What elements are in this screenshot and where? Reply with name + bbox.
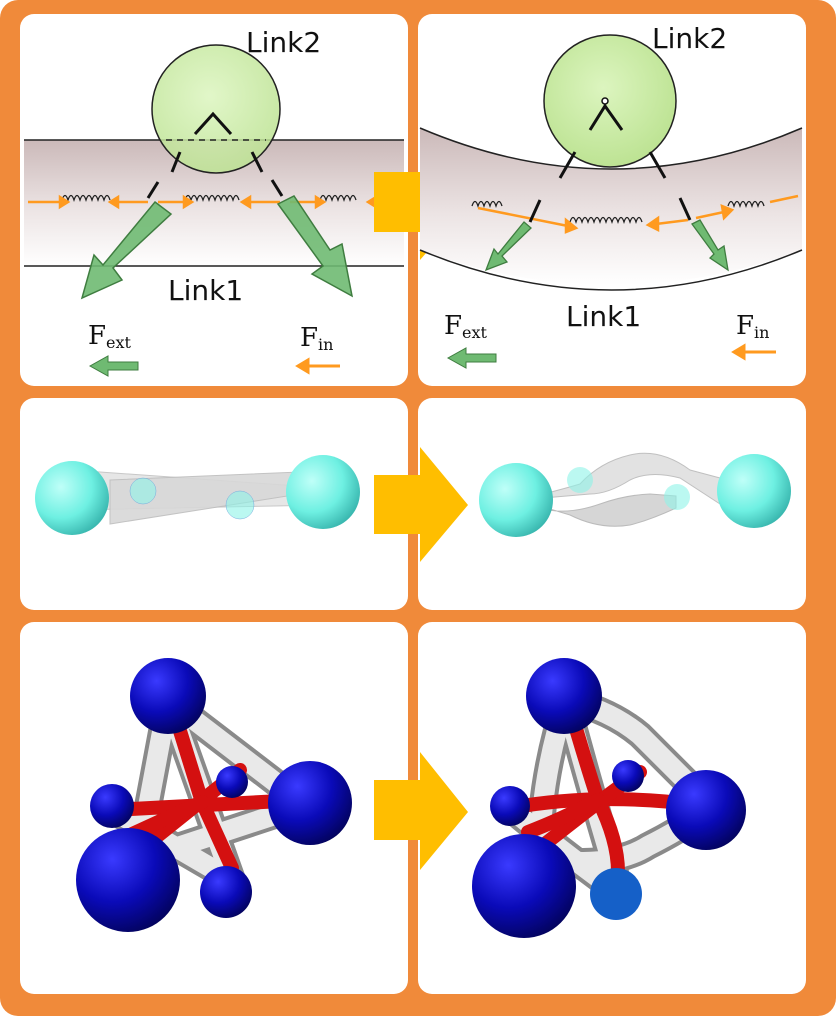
green-force-left [80,200,173,300]
top-right-diagram: Link2 Link1 Fext Fin [419,22,803,369]
transition-arrow-mid [374,447,468,562]
green-force-right [276,195,354,298]
f-ext-label: Fext [88,321,132,352]
spring-right [471,200,765,225]
blue-ball-front [76,828,180,932]
f-ext-arrow [88,355,139,377]
link1-band-bent [420,128,802,285]
cyan-ball-left [35,461,109,535]
mid-right-rendering [479,452,791,537]
link2-ball-right [543,34,677,168]
green-force-left-small [484,221,532,272]
cyan-ball-right [286,455,360,529]
cyan-ball-left-right-panel [479,463,553,537]
blue-ball-bottom-r [590,868,642,920]
link1-label-right: Link1 [566,300,641,333]
mid-left-rendering [35,455,360,535]
cyan-small-ball-3 [567,467,593,493]
f-in-label: Fin [300,323,333,354]
blue-ball-front-r [472,834,576,938]
spring-left [61,194,357,203]
cyan-small-ball-4 [664,484,690,510]
f-in-label-right: Fin [736,311,769,342]
bottom-right-tetrahedron [472,658,746,938]
link1-label: Link1 [168,274,243,307]
blue-ball-left-back [90,784,134,828]
blue-ball-back-r [612,760,644,792]
blue-ball-top [130,658,206,734]
panel-bottom-right [418,622,806,994]
top-left-diagram: Link2 Link1 Fext Fin [24,26,404,377]
f-ext-label-right: Fext [444,311,488,342]
bottom-left-tetrahedron [76,658,352,932]
cyan-ball-right-right-panel [717,454,791,528]
blue-ball-top-r [526,658,602,734]
green-force-right-small [691,219,729,272]
blue-ball-right [268,761,352,845]
f-ext-arrow-right [446,347,497,369]
blue-ball-right-r [666,770,746,850]
f-in-arrow [295,357,340,375]
transition-arrow-bottom [374,752,468,870]
blue-ball-back [216,766,248,798]
link2-label: Link2 [246,26,321,59]
blue-ball-left-back-r [490,786,530,826]
cyan-small-ball-1 [129,477,157,505]
link2-ball [151,44,281,174]
link2-label-right: Link2 [652,22,727,55]
f-in-arrow-right [731,343,776,361]
cyan-small-ball-2 [225,490,255,520]
blue-ball-bottom [200,866,252,918]
